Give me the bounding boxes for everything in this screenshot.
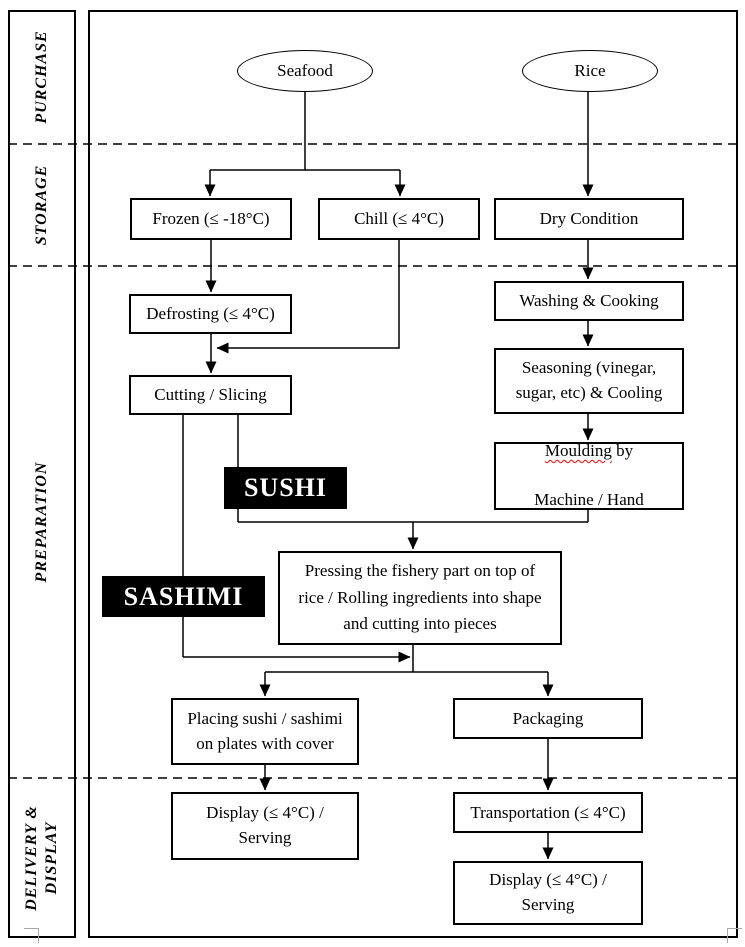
node-dry-condition: Dry Condition [494, 198, 684, 240]
stage-label-purchase: PURCHASE [33, 30, 50, 124]
stage-sidebar-frame [8, 10, 76, 938]
stage-label-delivery-display: DELIVERY & DISPLAY [23, 805, 60, 911]
node-packaging: Packaging [453, 698, 643, 739]
node-defrosting: Defrosting (≤ 4°C) [129, 294, 292, 334]
node-washing-cooking: Washing & Cooking [494, 281, 684, 321]
edge-chill-join [216, 240, 400, 354]
node-moulding: Moulding by Machine / Hand [494, 439, 684, 513]
moulding-label-rest: by [611, 441, 634, 461]
moulding-label: Moulding by Machine / Hand [534, 439, 644, 513]
moulding-label-line2: Machine / Hand [534, 490, 644, 510]
stage-label-preparation: PREPARATION [33, 461, 50, 583]
node-display-serving-left: Display (≤ 4°C) / Serving [171, 792, 359, 860]
node-seasoning-cooling: Seasoning (vinegar, sugar, etc) & Coolin… [494, 348, 684, 414]
node-pressing-rolling: Pressing the fishery part on top of rice… [278, 551, 562, 645]
node-display-serving-right: Display (≤ 4°C) / Serving [453, 861, 643, 925]
node-seafood: Seafood [237, 50, 373, 92]
node-transportation: Transportation (≤ 4°C) [453, 792, 643, 833]
node-chill: Chill (≤ 4°C) [318, 198, 480, 240]
node-rice: Rice [522, 50, 658, 92]
node-cutting-slicing: Cutting / Slicing [129, 375, 292, 415]
page-corner-mark-bottom-left [24, 928, 39, 943]
tag-sushi: SUSHI [224, 467, 347, 509]
moulding-misspelled-word: Moulding [544, 441, 612, 461]
node-placing-on-plates: Placing sushi / sashimi on plates with c… [171, 698, 359, 765]
tag-sashimi: SASHIMI [102, 576, 265, 617]
page-corner-mark-bottom-right [727, 928, 742, 943]
flowchart-frame [88, 10, 738, 938]
stage-label-storage: STORAGE [33, 164, 50, 246]
node-frozen: Frozen (≤ -18°C) [130, 198, 292, 240]
